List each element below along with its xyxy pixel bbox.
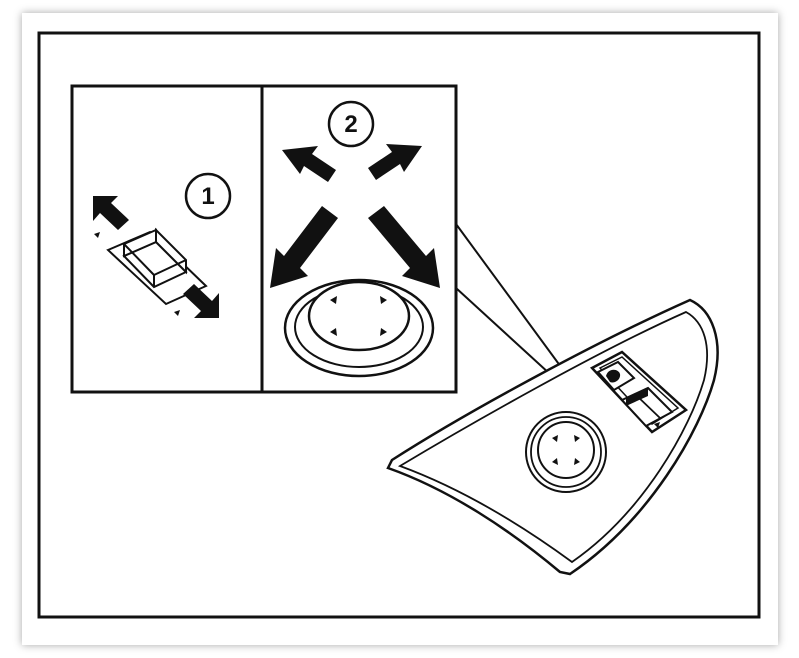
panel-mirror-joystick-icon [525,411,607,493]
arrow-up-left-icon [93,196,129,230]
callout-2-label: 2 [344,111,357,138]
arrow-upper-left-icon [282,146,336,182]
mirror-fold-button-icon [596,360,636,392]
callout-2: 2 [327,100,375,148]
arrow-lower-right-icon [368,206,440,288]
arrow-down-right-icon [183,284,219,318]
arrow-upper-right-icon [368,144,422,180]
inset-box-left [70,84,264,394]
callout-1: 1 [184,172,232,220]
selector-switch-icon [94,227,208,316]
arrow-lower-left-icon [270,206,338,288]
callout-1-label: 1 [201,183,214,210]
mirror-joystick-icon [283,278,435,378]
panel-selector-switch-icon [620,386,674,428]
leader-line-top [455,223,573,383]
